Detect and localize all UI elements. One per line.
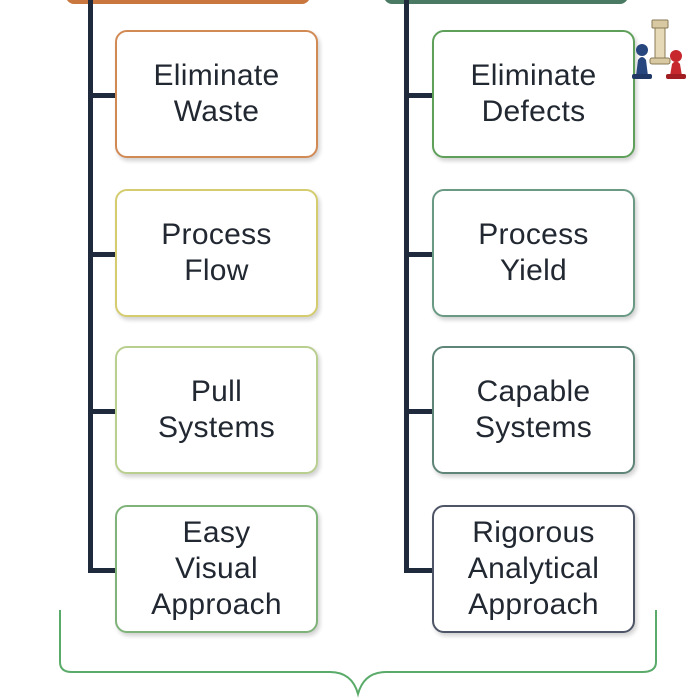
right-trunk xyxy=(404,0,409,573)
right-branch-4 xyxy=(404,568,432,573)
eliminate-defects-label: Eliminate Defects xyxy=(470,59,597,128)
left-branch-3 xyxy=(88,409,115,414)
rigorous-analytical-approach-label: Rigorous Analytical Approach xyxy=(467,516,600,621)
bottom-bracket xyxy=(59,610,657,698)
eliminate-defects-node: Eliminate Defects xyxy=(432,30,635,158)
capable-systems-node: Capable Systems xyxy=(432,346,635,474)
process-flow-label: Process Flow xyxy=(161,218,272,287)
easy-visual-approach-node: Easy Visual Approach xyxy=(115,505,318,633)
left-branch-2 xyxy=(88,252,115,257)
left-header-stub xyxy=(66,0,310,4)
process-flow-node: Process Flow xyxy=(115,189,318,317)
capable-systems-label: Capable Systems xyxy=(474,375,593,444)
right-branch-3 xyxy=(404,409,432,414)
right-branch-1 xyxy=(404,93,432,98)
left-branch-4 xyxy=(88,568,115,573)
left-trunk xyxy=(88,0,93,573)
right-header-stub xyxy=(384,0,628,4)
rigorous-analytical-approach-node: Rigorous Analytical Approach xyxy=(432,505,635,633)
easy-visual-approach-label: Easy Visual Approach xyxy=(151,516,282,621)
pull-systems-node: Pull Systems xyxy=(115,346,318,474)
right-branch-2 xyxy=(404,252,432,257)
chess-pieces-icon xyxy=(632,19,686,79)
eliminate-waste-node: Eliminate Waste xyxy=(115,30,318,158)
process-yield-node: Process Yield xyxy=(432,189,635,317)
eliminate-waste-label: Eliminate Waste xyxy=(153,59,280,128)
left-branch-1 xyxy=(88,93,115,98)
pull-systems-label: Pull Systems xyxy=(157,375,276,444)
process-yield-label: Process Yield xyxy=(478,218,589,287)
bracket-path xyxy=(59,610,657,698)
